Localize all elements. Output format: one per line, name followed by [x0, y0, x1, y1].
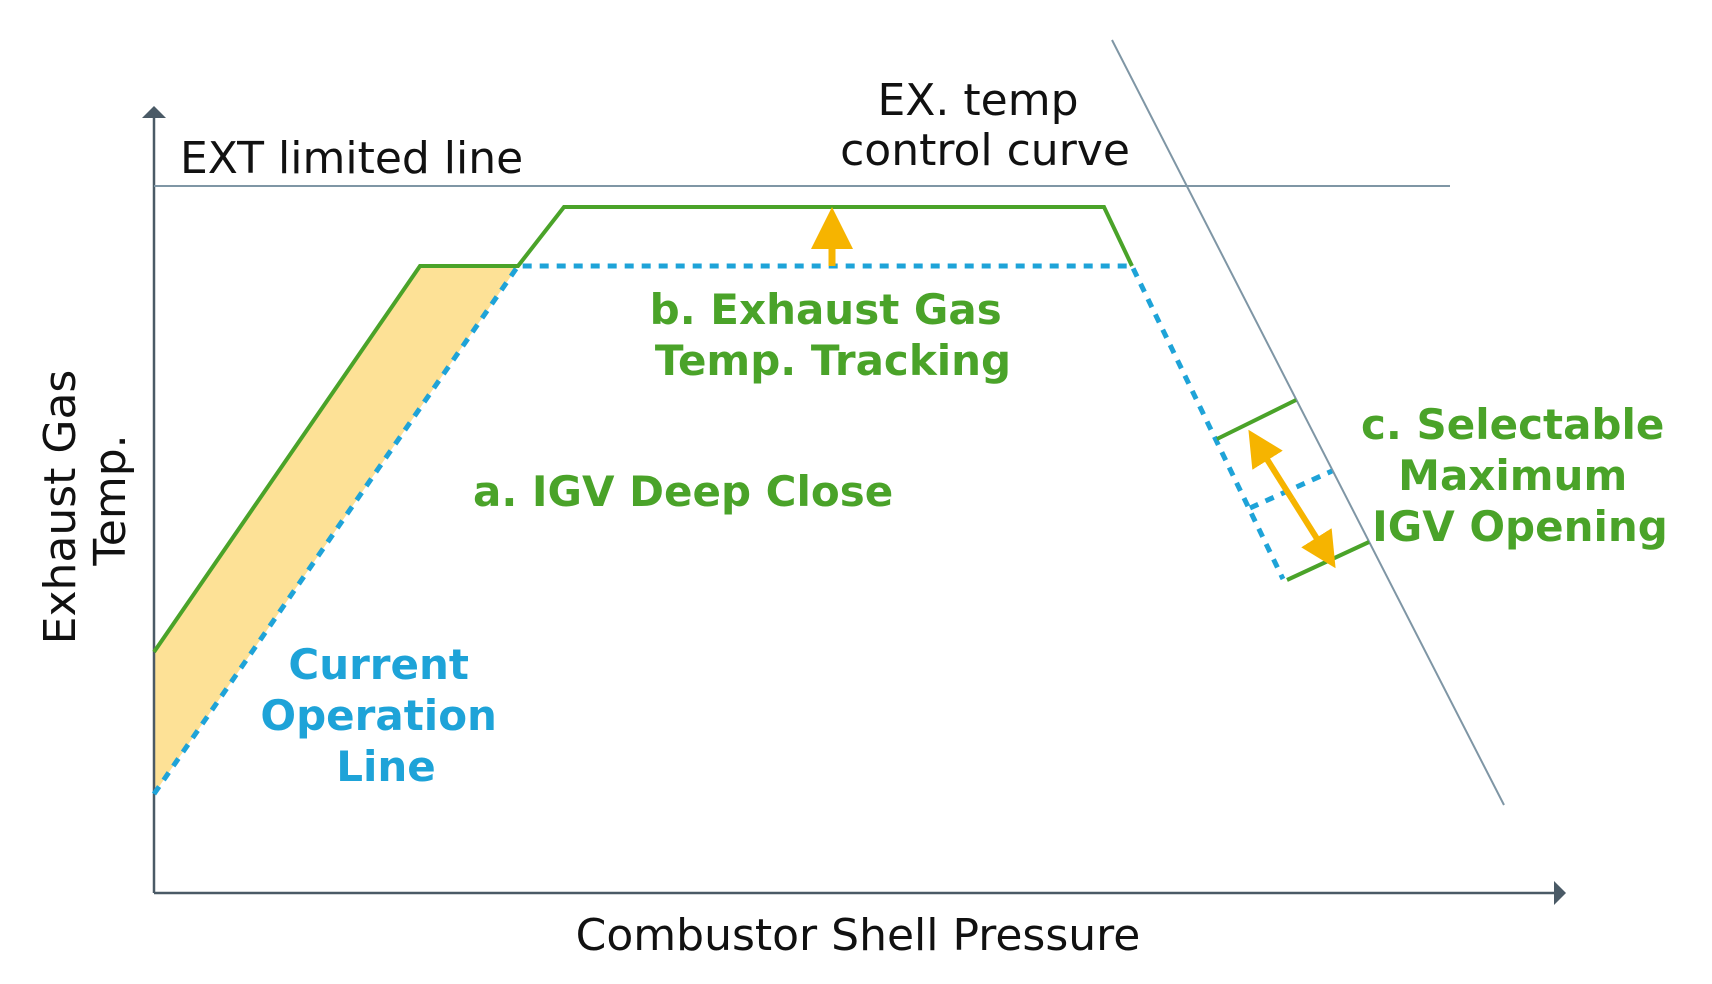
feature-c-line-2: Maximum	[1398, 451, 1627, 500]
y-axis-label: Exhaust Gas Temp.	[35, 356, 136, 645]
max-igv-opening-lower-bound	[1286, 540, 1370, 582]
ext-limited-line-label: EXT limited line	[180, 133, 523, 184]
feature-b-line-2: Temp. Tracking	[655, 336, 1011, 385]
ex-temp-control-curve	[1111, 39, 1505, 806]
ex-temp-label-line-2: control curve	[840, 125, 1130, 176]
x-axis-label: Combustor Shell Pressure	[576, 910, 1141, 961]
ex-temp-label-line-1: EX. temp	[877, 75, 1078, 126]
current-line-label-1: Current	[288, 640, 469, 689]
feature-c-line-3: IGV Opening	[1372, 502, 1668, 551]
max-opening-range-arrow-down	[1289, 497, 1336, 569]
new-operation-line	[152, 205, 1134, 654]
current-operation-line	[151, 263, 1286, 796]
y-axis-arrowhead	[142, 106, 166, 118]
feature-c-label: c. Selectable Maximum IGV Opening	[1361, 400, 1679, 551]
feature-c-line-1: c. Selectable	[1361, 400, 1664, 449]
max-igv-opening-upper-bound	[1216, 398, 1297, 441]
current-line-label-3: Line	[336, 742, 436, 791]
ex-temp-control-curve-label: EX. temp control curve	[840, 75, 1130, 176]
y-axis-label-line-2: Temp.	[85, 434, 136, 566]
current-max-opening-dashed-segment	[1248, 468, 1334, 511]
y-axis-label-line-1: Exhaust Gas	[35, 370, 86, 645]
current-operation-line-label: Current Operation Line	[260, 640, 511, 791]
max-opening-range-arrow-up	[1248, 429, 1295, 501]
x-axis-arrowhead	[1554, 881, 1566, 905]
feature-a-label: a. IGV Deep Close	[473, 467, 893, 516]
current-line-label-2: Operation	[260, 691, 497, 740]
feature-b-label: b. Exhaust Gas Temp. Tracking	[650, 285, 1017, 385]
feature-b-line-1: b. Exhaust Gas	[650, 285, 1002, 334]
